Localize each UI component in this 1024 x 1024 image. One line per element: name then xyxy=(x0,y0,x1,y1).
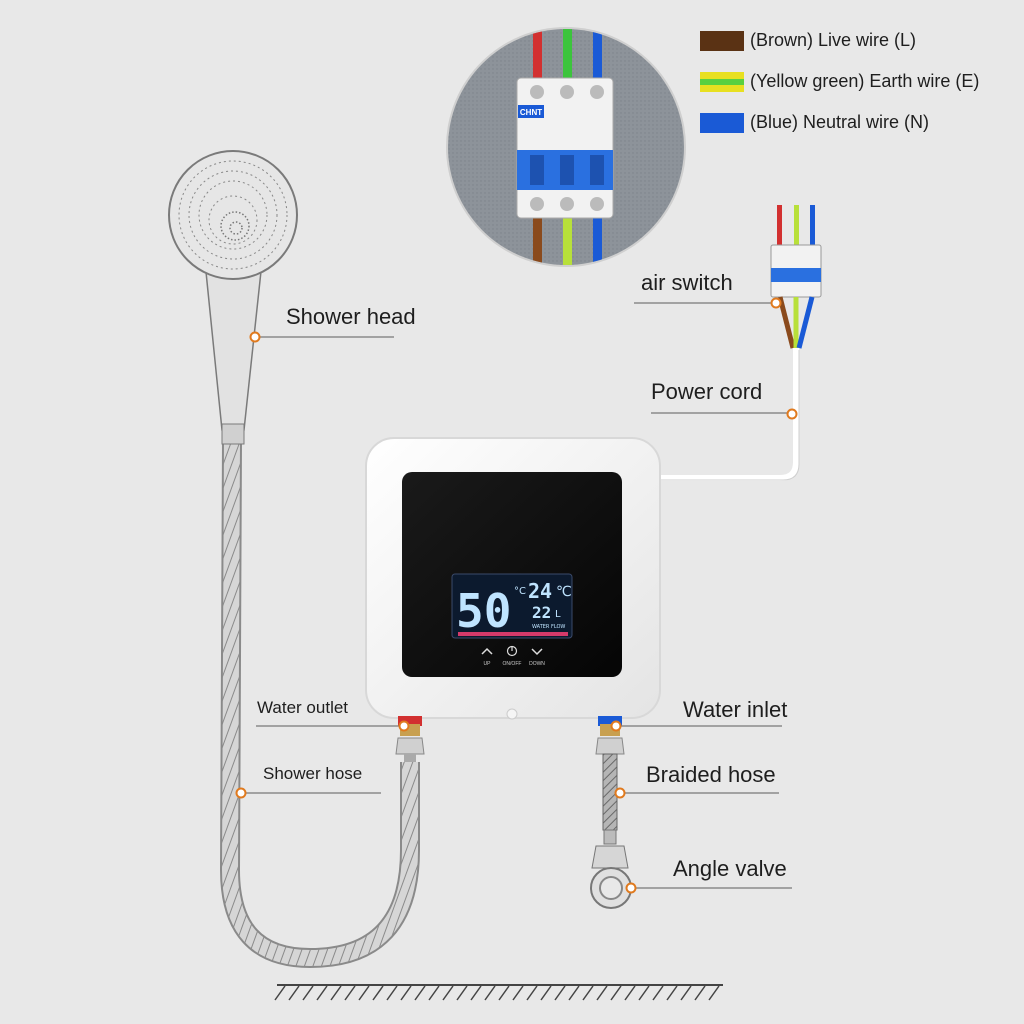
label-air-switch: air switch xyxy=(641,270,733,295)
floor-line xyxy=(274,984,723,1001)
label-water-outlet: Water outlet xyxy=(257,698,349,717)
brown-wire xyxy=(533,210,542,265)
green-wire xyxy=(563,29,572,85)
legend-label-neutral: (Blue) Neutral wire (N) xyxy=(750,112,930,132)
label-water-inlet: Water inlet xyxy=(683,697,788,722)
display-bar xyxy=(458,632,568,636)
legend-item-neutral: (Blue) Neutral wire (N) xyxy=(700,112,929,133)
power-cord xyxy=(640,348,799,481)
label-shower-head: Shower head xyxy=(286,304,416,329)
legend-item-earth: (Yellow green) Earth wire (E) xyxy=(700,71,979,92)
up-button[interactable]: UP xyxy=(481,647,493,667)
label-power-cord: Power cord xyxy=(651,379,763,404)
legend-swatch-brown xyxy=(700,30,744,51)
legend-swatch-blue xyxy=(700,112,744,133)
power-button-label: ON/OFF xyxy=(503,661,522,667)
up-button-label: UP xyxy=(484,661,492,667)
chevron-up-icon xyxy=(481,647,493,655)
breaker-body xyxy=(516,77,614,219)
down-button-label: DOWN xyxy=(529,661,545,667)
red-wire xyxy=(533,29,542,85)
temperature-readout: 50 xyxy=(456,584,511,638)
yellow-green-wire xyxy=(563,210,572,265)
leader-lines xyxy=(244,302,792,889)
legend-swatch-yellow-green xyxy=(700,71,744,92)
water-outlet-fitting xyxy=(395,716,425,762)
power-button[interactable]: ON/OFF xyxy=(503,645,522,667)
breaker-closeup: CHNT xyxy=(446,27,686,267)
down-button[interactable]: DOWN xyxy=(529,648,545,667)
leader-dots xyxy=(235,297,798,894)
flow-caption: WATER FLOW xyxy=(532,624,565,630)
power-unit: ℃ xyxy=(556,584,572,600)
label-shower-hose: Shower hose xyxy=(263,764,363,783)
label-braided-hose: Braided hose xyxy=(646,762,776,787)
lcd-display xyxy=(451,573,573,639)
blue-wire-bottom xyxy=(593,210,602,265)
water-heater: 50 °C 24 ℃ 22 L WATER FLOW UP ON/OFF DOW… xyxy=(365,437,661,720)
breaker-brand: CHNT xyxy=(520,108,542,117)
legend-label-earth: (Yellow green) Earth wire (E) xyxy=(750,71,980,91)
label-angle-valve: Angle valve xyxy=(673,856,787,881)
shower-head xyxy=(168,150,298,445)
flow-readout: 22 xyxy=(532,603,551,622)
power-readout: 24 xyxy=(528,579,552,603)
air-switch xyxy=(770,205,822,349)
chevron-down-icon xyxy=(531,648,543,656)
legend-label-live: (Brown) Live wire (L) xyxy=(750,30,917,50)
water-inlet-fitting xyxy=(595,716,625,755)
temperature-unit: °C xyxy=(514,586,526,597)
flow-unit: L xyxy=(555,609,561,620)
angle-valve xyxy=(590,829,632,909)
blue-wire xyxy=(593,29,602,85)
legend-item-live: (Brown) Live wire (L) xyxy=(700,30,916,51)
